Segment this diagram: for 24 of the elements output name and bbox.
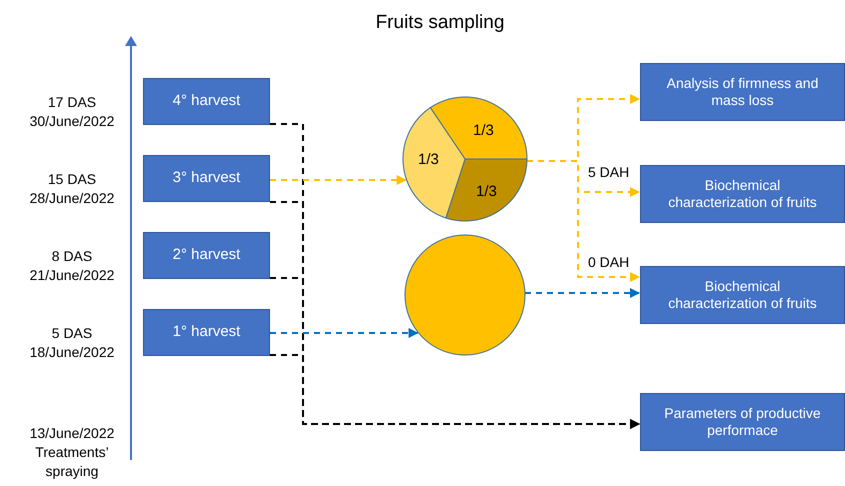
timeline-label: 5 DAS 18/June/2022 bbox=[28, 324, 116, 362]
diagram-title: Fruits sampling bbox=[374, 12, 506, 34]
arrow bbox=[270, 175, 407, 185]
process-box: 2° harvest bbox=[143, 232, 270, 279]
process-box: 1° harvest bbox=[143, 309, 270, 356]
arrow bbox=[524, 288, 640, 298]
process-box: Biochemical characterization of fruits bbox=[640, 266, 845, 324]
arrow bbox=[270, 328, 419, 338]
process-box: Parameters of productive performace bbox=[640, 393, 845, 451]
edge-label: 0 DAH bbox=[586, 254, 632, 270]
timeline-label: 13/June/2022 Treatments’ spraying bbox=[28, 424, 116, 481]
slice-label: 1/3 bbox=[473, 122, 494, 139]
timeline-label: 17 DAS 30/June/2022 bbox=[28, 93, 116, 131]
slice-label: 1/3 bbox=[476, 183, 497, 200]
process-box: 4° harvest bbox=[143, 78, 270, 125]
arrow bbox=[270, 354, 640, 429]
process-box: 3° harvest bbox=[143, 155, 270, 202]
edge-label: 5 DAH bbox=[586, 164, 632, 180]
timeline-label: 8 DAS 21/June/2022 bbox=[28, 247, 116, 285]
process-box: Biochemical characterization of fruits bbox=[640, 165, 845, 223]
slice-label: 1/3 bbox=[418, 151, 439, 168]
timeline-label: 15 DAS 28/June/2022 bbox=[28, 170, 116, 208]
process-box: Analysis of firmness and mass loss bbox=[640, 63, 845, 121]
arrow bbox=[526, 160, 640, 282]
